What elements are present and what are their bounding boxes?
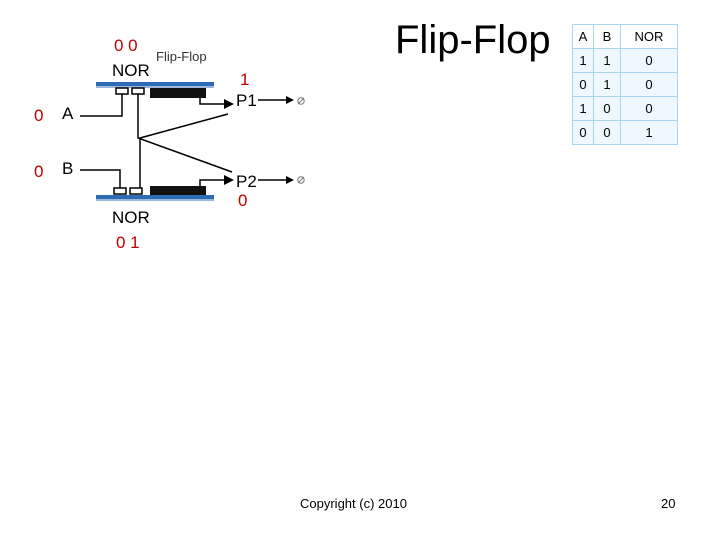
cell-nor: 0: [620, 96, 678, 121]
bottom-gate-body: [150, 186, 206, 196]
header-b: B: [593, 24, 621, 49]
cell-a: 0: [572, 120, 594, 145]
table-row: 0 1 0: [572, 72, 678, 97]
cell-b: 1: [593, 48, 621, 73]
bottom-gate-rail-shade: [96, 199, 214, 201]
p1-arrow-icon: [224, 99, 234, 109]
output-p2-value: 0: [238, 191, 247, 210]
top-nor-gate: [96, 82, 214, 104]
output-p2-label: P2: [236, 172, 257, 191]
p2-probe-icon: [297, 176, 305, 184]
header-nor: NOR: [620, 24, 678, 49]
cell-a: 0: [572, 72, 594, 97]
output-p1-value: 1: [240, 70, 249, 89]
bottom-output-wire: [199, 179, 224, 186]
bottom-gate-label: NOR: [112, 208, 150, 227]
flip-flop-caption: Flip-Flop: [156, 49, 207, 64]
top-gate-body: [150, 88, 206, 98]
cell-nor: 1: [620, 120, 678, 145]
top-gate-contact-2: [131, 87, 145, 95]
bottom-gate-rail: [96, 195, 214, 199]
copyright-text: Copyright (c) 2010: [300, 496, 407, 511]
top-gate-rail-shade: [96, 86, 214, 88]
bottom-gate-contact-1: [113, 187, 127, 195]
table-row: 1 1 0: [572, 48, 678, 73]
bottom-gate-inputs: 0 1: [116, 233, 140, 252]
cell-a: 1: [572, 48, 594, 73]
p1-probe-icon: [297, 97, 305, 105]
input-b-wire: [80, 169, 121, 188]
cell-a: 1: [572, 96, 594, 121]
page-number: 20: [661, 496, 676, 511]
feedback-wire-p2-to-top: [137, 104, 233, 173]
top-gate-label: NOR: [112, 61, 150, 80]
feedback-wire-p1-to-bottom: [139, 113, 229, 188]
input-b-label: B: [62, 159, 73, 178]
bottom-gate-contact-2: [129, 187, 143, 195]
cell-b: 0: [593, 120, 621, 145]
cell-b: 0: [593, 96, 621, 121]
truth-table: A B NOR 1 1 0 0 1 0 1 0 0 0 0 1: [572, 24, 678, 145]
truth-table-header-row: A B NOR: [572, 24, 678, 49]
table-row: 0 0 1: [572, 120, 678, 145]
cell-nor: 0: [620, 72, 678, 97]
input-b-value: 0: [34, 162, 43, 181]
output-p1-label: P1: [236, 91, 257, 110]
input-a-wire: [80, 104, 123, 117]
top-gate-contact-1: [115, 87, 129, 95]
input-a-label: A: [62, 104, 74, 123]
header-a: A: [572, 24, 594, 49]
cell-nor: 0: [620, 48, 678, 73]
p1-output-arrow-icon: [286, 96, 294, 104]
p2-arrow-icon: [224, 175, 234, 185]
p2-output-arrow-icon: [286, 176, 294, 184]
slide-title: Flip-Flop: [395, 18, 551, 62]
cell-b: 1: [593, 72, 621, 97]
top-gate-inputs: 0 0: [114, 36, 138, 55]
table-row: 1 0 0: [572, 96, 678, 121]
top-gate-rail: [96, 82, 214, 86]
bottom-nor-gate: [96, 186, 214, 201]
top-output-wire: [199, 98, 224, 105]
input-a-value: 0: [34, 106, 43, 125]
